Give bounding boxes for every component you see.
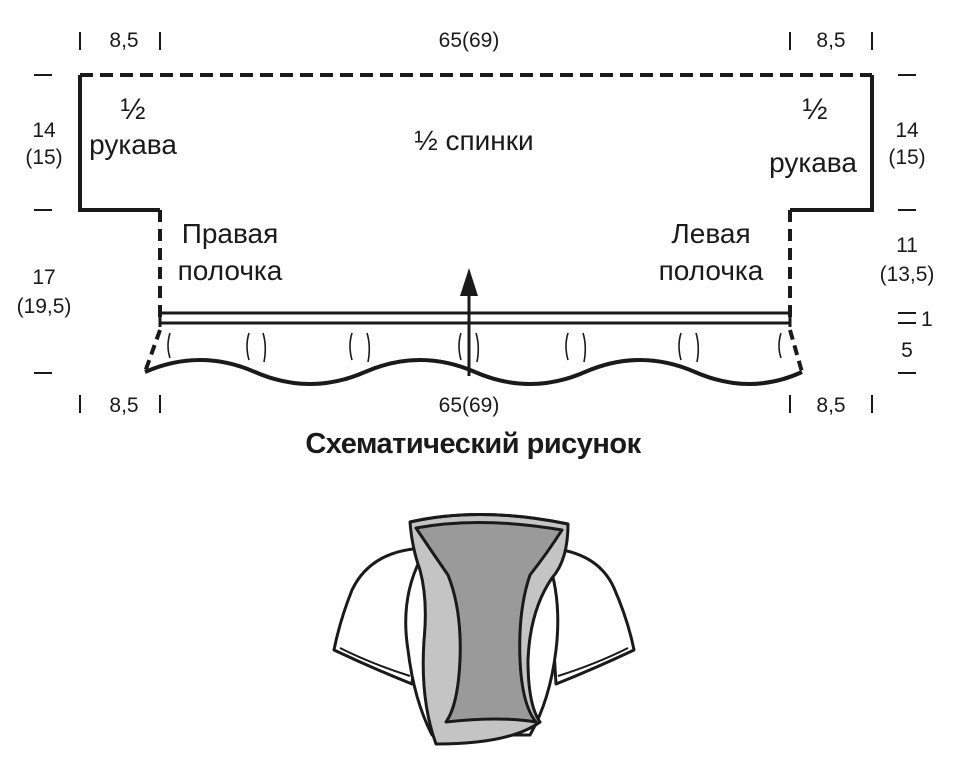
bottom-dimension-ticks	[79, 395, 873, 413]
left-dim-upper-alt: (15)	[25, 146, 63, 169]
schematic-caption: Схематический рисунок	[305, 428, 641, 460]
top-dimension-ticks	[79, 32, 873, 50]
top-dim-center: 65(69)	[438, 29, 500, 52]
back-panel-dark	[414, 520, 564, 724]
left-dim-upper: 14	[32, 119, 56, 142]
right-dimension-ticks	[898, 74, 916, 374]
left-dimension-ticks	[34, 74, 52, 374]
bottom-dim-right: 8,5	[816, 394, 846, 417]
bottom-dim-left: 8,5	[109, 394, 139, 417]
right-dim-upper: 14	[895, 119, 919, 142]
right-dim-ruffle: 5	[901, 339, 913, 362]
left-front-label-2: полочка	[658, 255, 764, 286]
ruffle-gather-marks	[167, 332, 782, 363]
top-dim-right: 8,5	[816, 29, 846, 52]
right-dim-band: 1	[921, 308, 933, 331]
left-dim-lower: 17	[32, 266, 56, 289]
right-dim-upper-alt: (15)	[888, 146, 926, 169]
right-front-label-2: полочка	[177, 255, 283, 286]
ruffle-hem-wave	[144, 358, 803, 386]
right-sleeve-label: рукава	[769, 147, 857, 178]
right-dim-lower: 11	[896, 234, 918, 257]
bottom-dim-center: 65(69)	[438, 394, 500, 417]
cuff-left	[339, 647, 411, 677]
grain-direction-arrow	[460, 268, 478, 376]
right-dim-lower-alt: (13,5)	[879, 263, 935, 286]
garment-outline	[78, 73, 874, 373]
right-front-label-1: Правая	[181, 218, 279, 249]
left-sleeve-label: рукава	[89, 129, 177, 160]
left-sleeve-half: ½	[120, 93, 146, 126]
band-double-line	[158, 310, 792, 327]
right-sleeve-half: ½	[802, 93, 828, 126]
neck-edge	[409, 512, 569, 526]
cuff-right	[557, 647, 629, 677]
back-label: ½ спинки	[414, 125, 534, 156]
left-dim-lower-alt: (19,5)	[16, 295, 72, 318]
top-dim-left: 8,5	[109, 29, 139, 52]
garment-illustration	[332, 512, 636, 746]
left-front-label-1: Левая	[671, 218, 751, 249]
